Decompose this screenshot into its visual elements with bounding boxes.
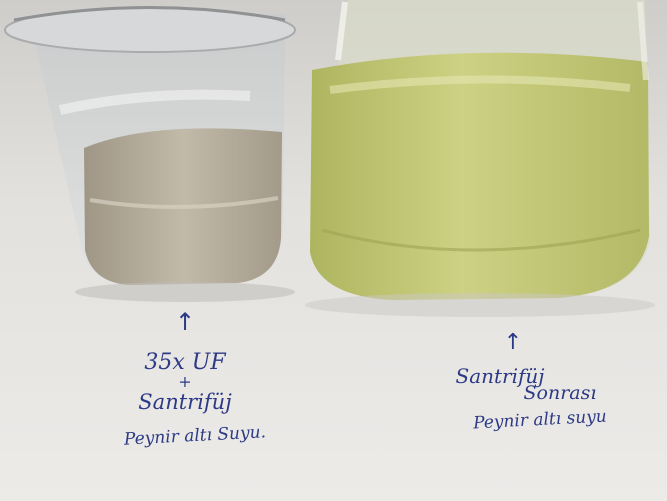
left-label-line3: Santrifüj — [138, 390, 232, 414]
right-arrow: ↑ — [503, 330, 523, 355]
right-label-line2: Sonrası — [523, 382, 597, 404]
right-flask-liquid — [310, 52, 649, 300]
right-flask — [310, 0, 650, 300]
left-beaker — [4, 6, 296, 285]
right-label-line1: Santrifüj — [455, 364, 545, 388]
left-label-line2: + — [178, 372, 192, 391]
left-label-line1: 35x UF — [144, 350, 226, 375]
left-arrow: ↑ — [174, 308, 196, 336]
